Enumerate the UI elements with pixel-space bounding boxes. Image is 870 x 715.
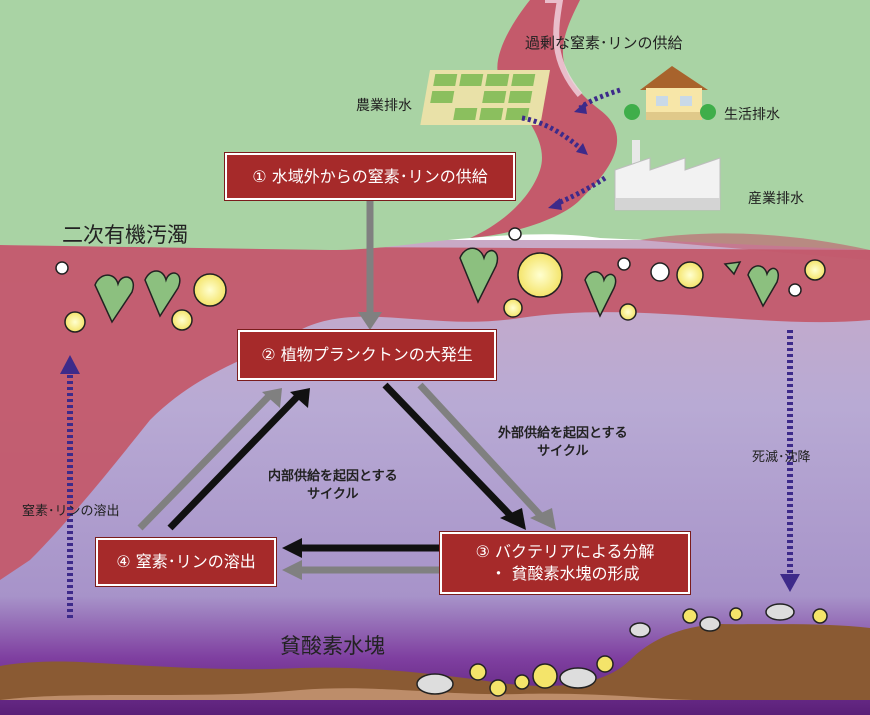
farm-icon	[420, 70, 550, 125]
vertical-arrows	[67, 330, 793, 618]
factory-icon	[614, 140, 721, 211]
plankton-cells	[55, 227, 826, 333]
sediment	[0, 624, 870, 700]
step2-plankton-bloom-box: ② 植物プランクトンの大発生	[238, 330, 496, 380]
death-sedimentation-label: 死滅･沈降	[752, 450, 811, 465]
domestic-drainage-label: 生活排水	[724, 107, 780, 123]
step3-label-line1: ③ バクテリアによる分解	[475, 542, 655, 562]
step3-decomposition-box: ③ バクテリアによる分解 ・ 貧酸素水塊の形成	[440, 532, 690, 594]
external-cycle-label: 外部供給を起因とする サイクル	[498, 425, 628, 461]
external-cycle-line1: 外部供給を起因とする	[498, 426, 628, 441]
step4-elution-box: ④ 窒素･リンの溶出	[96, 538, 276, 586]
elution-side-label: 窒素･リンの溶出	[22, 504, 120, 519]
dead-plankton	[416, 603, 795, 695]
internal-cycle-line2: サイクル	[307, 487, 359, 503]
excess-supply-label: 過剰な窒素･リンの供給	[525, 34, 683, 52]
step2-label: ② 植物プランクトンの大発生	[261, 345, 473, 365]
house-icon	[624, 66, 716, 120]
internal-cycle-arrows	[167, 382, 513, 552]
external-cycle-arrows	[137, 200, 543, 574]
secondary-pollution-label: 二次有機汚濁	[62, 223, 188, 247]
step3-label-line2: ・ 貧酸素水塊の形成	[490, 564, 640, 583]
internal-cycle-label: 内部供給を起因とする サイクル	[268, 468, 398, 504]
industrial-drainage-label: 産業排水	[748, 191, 804, 207]
step1-label: ① 水域外からの窒素･リンの供給	[252, 166, 488, 186]
algae-cells	[94, 247, 779, 324]
surface-pollution-band	[0, 245, 870, 580]
external-cycle-line2: サイクル	[537, 444, 589, 460]
agricultural-drainage-label: 農業排水	[356, 98, 412, 114]
step4-label: ④ 窒素･リンの溶出	[116, 552, 256, 572]
hypoxic-water-label: 貧酸素水塊	[280, 634, 385, 658]
internal-cycle-line1: 内部供給を起因とする	[268, 469, 398, 484]
source-arrows	[521, 87, 621, 207]
step1-external-supply-box: ① 水域外からの窒素･リンの供給	[225, 153, 515, 200]
river	[470, 0, 618, 238]
